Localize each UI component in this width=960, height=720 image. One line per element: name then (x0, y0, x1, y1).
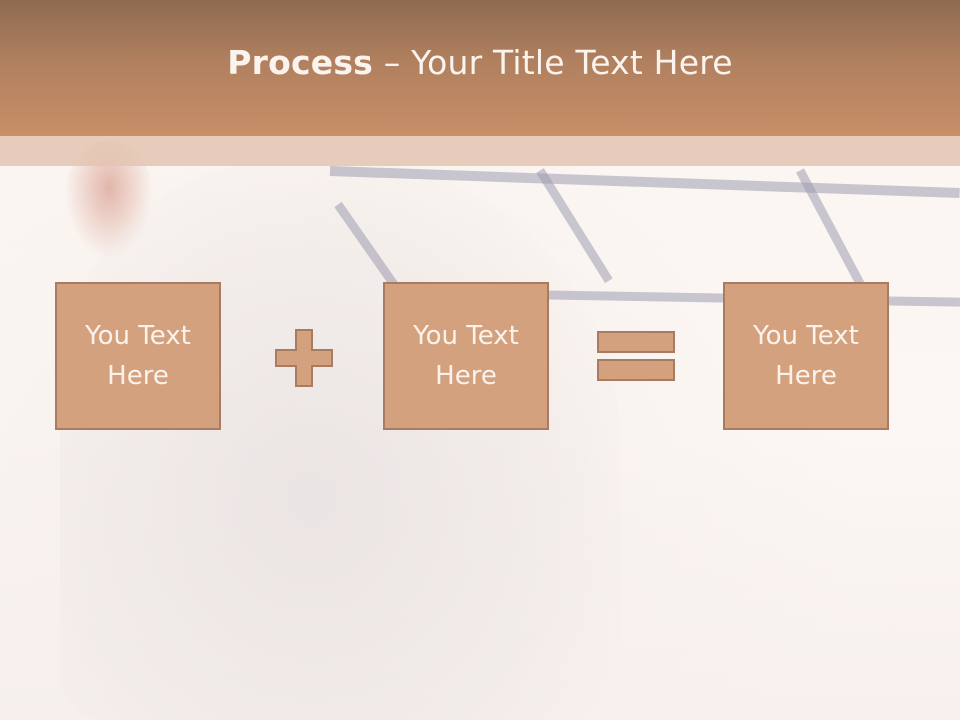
title-bold: Process (227, 42, 374, 82)
process-box-1-label: You Text Here (85, 321, 191, 391)
title-bar: Process – Your Title Text Here (0, 0, 960, 136)
title-rest: – Your Title Text Here (373, 42, 733, 82)
process-box-3-label: You Text Here (753, 321, 859, 391)
plus-icon (274, 328, 334, 388)
equals-icon (596, 330, 676, 382)
process-box-2-label: You Text Here (413, 321, 519, 391)
process-box-1[interactable]: You Text Here (55, 282, 221, 430)
process-box-3[interactable]: You Text Here (723, 282, 889, 430)
slide-title[interactable]: Process – Your Title Text Here (227, 43, 733, 82)
title-accent-strip (0, 136, 960, 166)
process-box-2[interactable]: You Text Here (383, 282, 549, 430)
photo-dress (60, 160, 620, 720)
